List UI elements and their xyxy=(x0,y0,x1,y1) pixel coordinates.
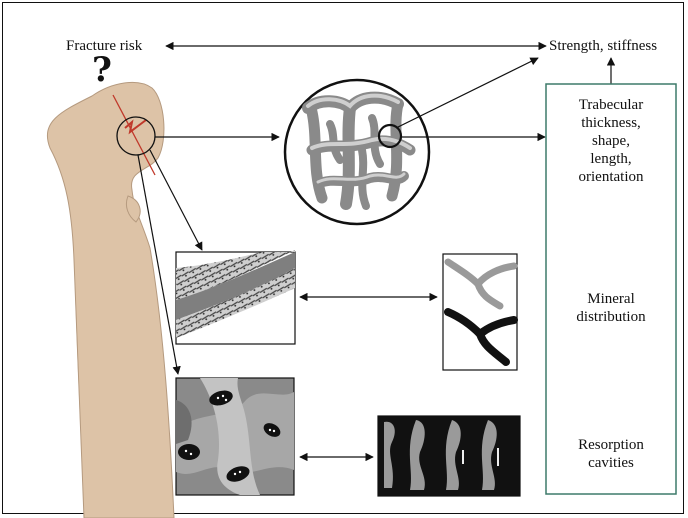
femur-bone xyxy=(47,82,174,518)
label-trabecular-line: orientation xyxy=(548,168,674,186)
question-mark-icon: ? xyxy=(92,50,112,90)
arrow-trabecular-to-strength xyxy=(396,58,538,128)
label-trabecular-line: length, xyxy=(548,150,674,168)
label-trabecular-line: thickness, xyxy=(548,114,674,132)
mineral-panel xyxy=(443,254,517,370)
label-strength-stiffness: Strength, stiffness xyxy=(549,37,657,55)
label-resorption-line: cavities xyxy=(548,454,674,472)
label-trabecular-line: shape, xyxy=(548,132,674,150)
label-mineral-line: distribution xyxy=(548,308,674,326)
cortex-panel xyxy=(176,250,295,344)
arrow-femur-to-cortex xyxy=(150,150,202,250)
resorption-panel xyxy=(176,378,294,495)
trabecular-circle xyxy=(285,80,429,224)
label-resorption-cavities: Resorption cavities xyxy=(548,436,674,472)
cavities-panel xyxy=(378,416,520,496)
label-trabecular-line: Trabecular xyxy=(548,96,674,114)
label-mineral-line: Mineral xyxy=(548,290,674,308)
label-resorption-line: Resorption xyxy=(548,436,674,454)
label-trabecular: Trabecular thickness, shape, length, ori… xyxy=(548,96,674,186)
label-mineral-distribution: Mineral distribution xyxy=(548,290,674,326)
